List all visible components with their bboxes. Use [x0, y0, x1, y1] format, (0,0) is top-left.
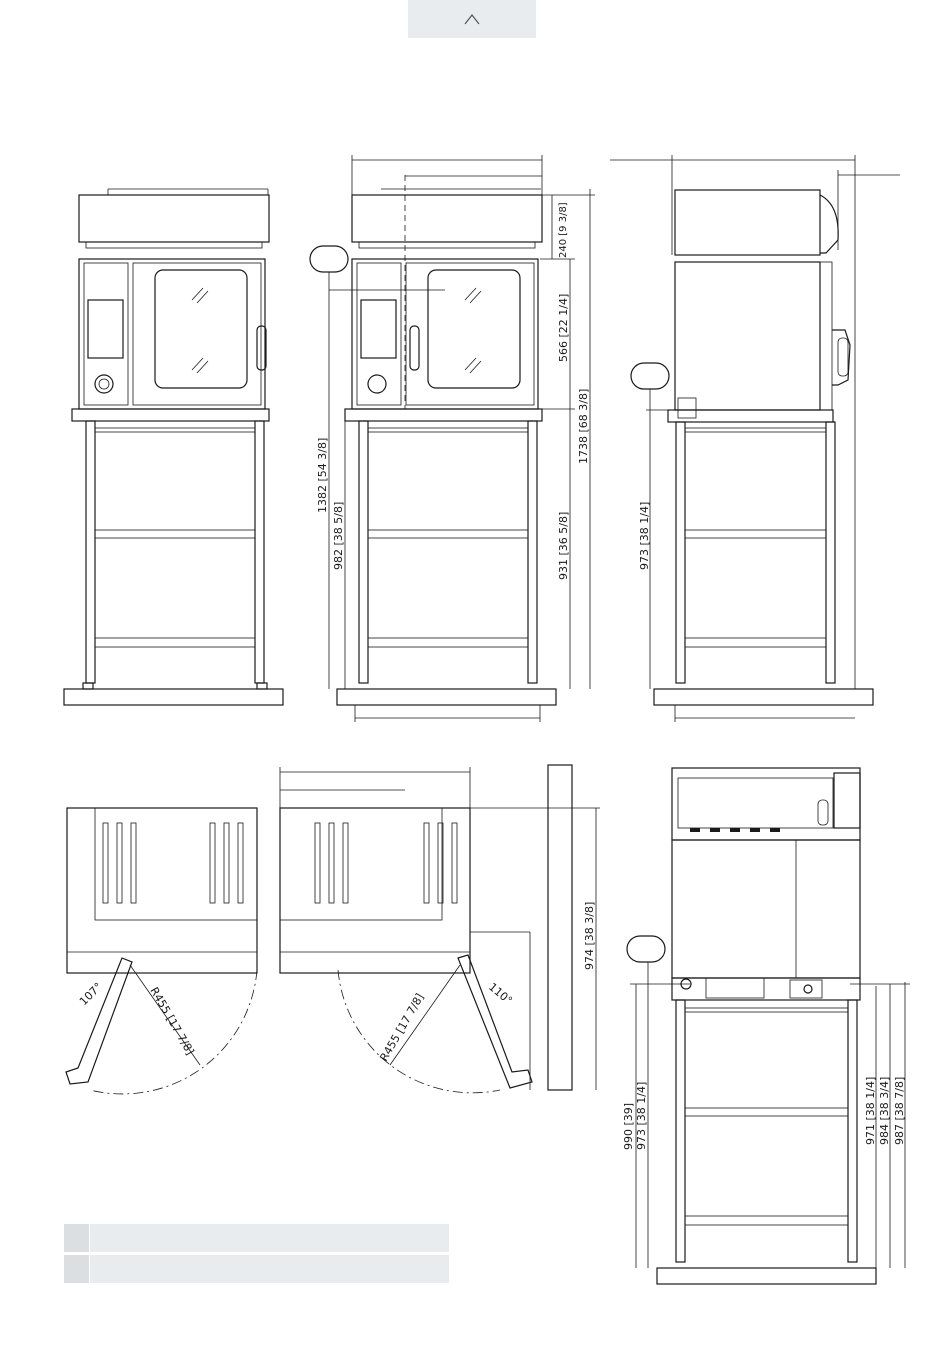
dim-plan-radius-left: R455 [17 7/8]	[147, 985, 196, 1057]
dim-rear-h1: 990 [39]	[622, 1103, 635, 1150]
dim-rear-h3: 971 [38 1/4]	[864, 1077, 877, 1145]
dim-lower-section: 931 [36 5/8]	[557, 512, 570, 580]
dim-plan-depth: 974 [38 3/8]	[583, 902, 596, 970]
dim-rear-h5: 987 [38 7/8]	[893, 1077, 906, 1145]
dim-stand-height: 982 [38 5/8]	[332, 502, 345, 570]
legend-bar	[90, 1255, 449, 1283]
legend-row	[64, 1255, 449, 1283]
dim-plan-angle-right: 110°	[486, 980, 515, 1007]
legend-swatch	[64, 1224, 89, 1252]
legend-row	[64, 1224, 449, 1252]
dim-rear-h4: 984 [38 3/4]	[878, 1077, 891, 1145]
rear-view	[627, 768, 910, 1284]
dim-side-stand-height: 973 [38 1/4]	[638, 502, 651, 570]
plan-view-right	[280, 765, 600, 1093]
dim-plan-radius-right: R455 [17 7/8]	[377, 991, 426, 1063]
legend-swatch	[64, 1255, 89, 1283]
dim-total-height: 1382 [54 3/8]	[316, 438, 329, 513]
front-view-plain	[64, 189, 283, 705]
dim-top-section: 240 [9 3/8]	[558, 202, 569, 258]
dim-door-section: 566 [22 1/4]	[557, 294, 570, 362]
legend-bar	[90, 1224, 449, 1252]
dim-plan-angle-left: 107°	[77, 980, 105, 1008]
plan-view-left	[66, 808, 257, 1094]
front-view-dimensioned	[310, 155, 595, 722]
dim-overall-height: 1738 [68 3/8]	[577, 389, 590, 464]
dim-rear-h2: 973 [38 1/4]	[635, 1082, 648, 1150]
side-view	[610, 155, 900, 722]
